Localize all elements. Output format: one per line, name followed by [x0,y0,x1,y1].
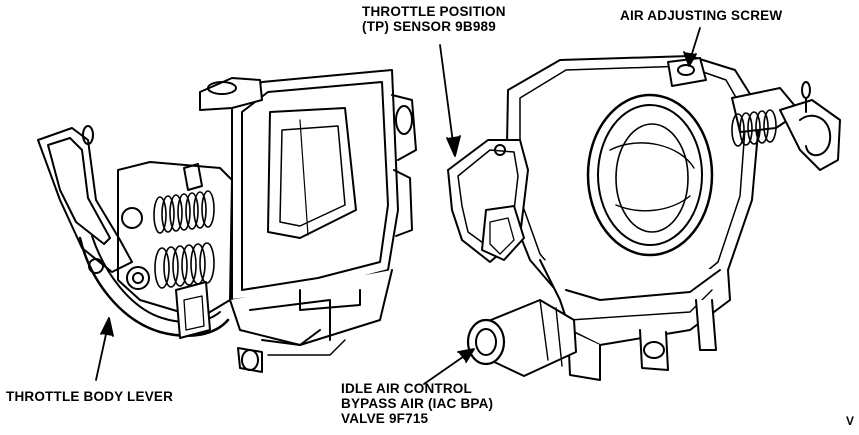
left-throttle-body [37,69,417,373]
iac-valve-arrowhead [457,348,475,363]
leader-lines [95,27,701,385]
iac-bpa-valve-label: IDLE AIR CONTROL BYPASS AIR (IAC BPA) VA… [341,381,493,426]
iac-label-line2: BYPASS AIR (IAC BPA) [341,396,494,411]
throttle-lever-arrowhead [100,317,114,337]
right-throttle-body [447,55,841,381]
iac-label-line3: VALVE 9F715 [341,411,429,426]
tp-sensor-label: THROTTLE POSITION (TP) SENSOR 9B989 [362,4,506,34]
tp-sensor-label-line2: (TP) SENSOR 9B989 [362,19,496,34]
throttle-body-lever-label: THROTTLE BODY LEVER [6,389,174,404]
iac-label-line1: IDLE AIR CONTROL [341,381,472,396]
air-adjusting-screw-label: AIR ADJUSTING SCREW [620,8,783,23]
tp-sensor-leader [439,44,455,151]
tp-sensor-arrowhead [446,135,461,157]
tp-sensor-label-line1: THROTTLE POSITION [362,4,506,19]
air-screw-arrowhead [683,51,697,67]
corner-mark: V [846,414,855,428]
